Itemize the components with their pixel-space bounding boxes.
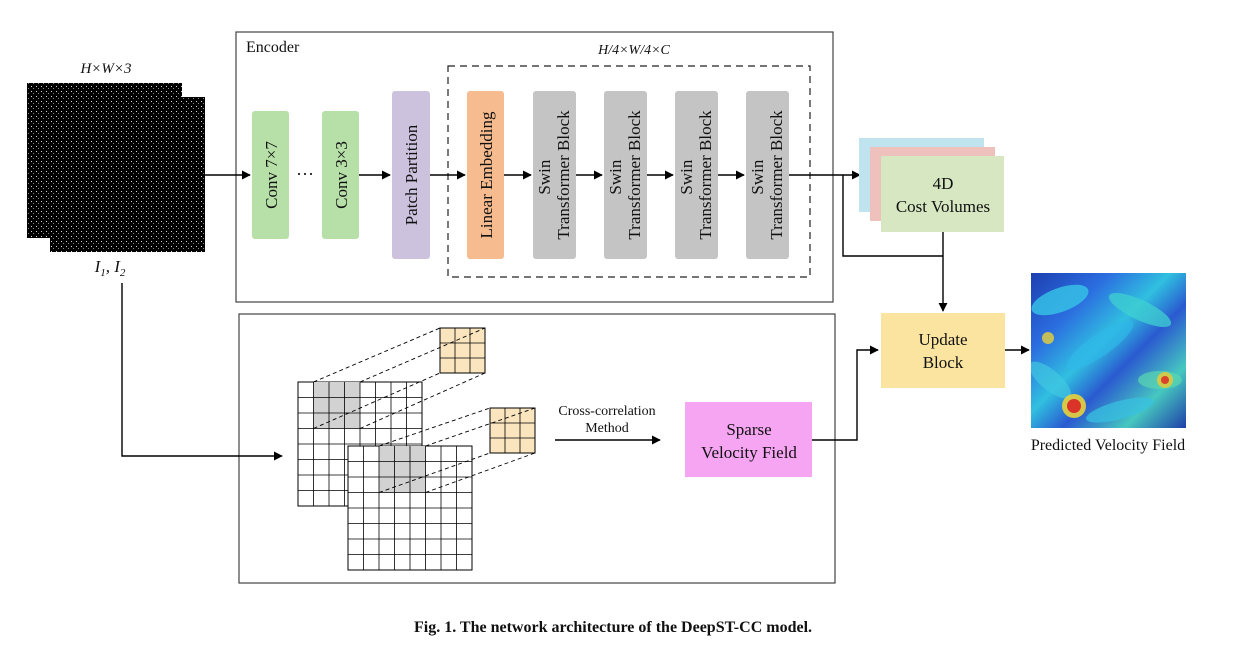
projection-line	[313, 327, 441, 383]
cc-method-line1: Cross-correlation	[558, 404, 655, 419]
figure-caption: Fig. 1. The network architecture of the …	[414, 619, 812, 636]
predicted-velocity-field-label: Predicted Velocity Field	[1031, 437, 1185, 454]
projection-line	[359, 372, 486, 429]
linear-embedding-block: Linear Embedding	[467, 91, 504, 259]
interrogation-grids	[297, 327, 536, 571]
cost-volumes-stack: 4D Cost Volumes	[859, 138, 1004, 232]
input-images-label: I1, I2	[94, 257, 126, 279]
cost-volumes-line1: 4D	[933, 174, 954, 193]
conv7-label: Conv 7×7	[262, 141, 281, 209]
projection-line	[425, 452, 536, 493]
swin-4-line1: Swin	[748, 159, 767, 194]
grid-frame-2-shaded-window	[379, 446, 426, 493]
input-dims-label: H×W×3	[79, 61, 131, 77]
patch-partition-block: Patch Partition	[392, 91, 430, 259]
sparse-line1: Sparse	[726, 420, 771, 439]
swin-stage-dashed-box	[447, 65, 811, 278]
projection-line	[313, 372, 441, 429]
window-frame-2	[489, 407, 536, 454]
projection-line	[378, 452, 491, 493]
conv3-block: Conv 3×3	[322, 111, 359, 239]
patch-partition-label: Patch Partition	[402, 124, 421, 225]
swin-3-line2: Transformer Block	[696, 110, 715, 240]
swin-block-3: Swin Transformer Block	[675, 91, 718, 259]
swin-1-line1: Swin	[535, 159, 554, 194]
projection-line	[378, 407, 491, 447]
grid-frame-1-shaded-window	[313, 382, 360, 429]
particle-images	[27, 83, 205, 252]
cross-correlation-panel	[238, 313, 836, 584]
swin-1-line2: Transformer Block	[554, 110, 573, 240]
window-frame-1	[439, 327, 486, 374]
svg-text:Swin Transformer Block: Swin Transformer Block	[535, 110, 573, 240]
cost-volumes-line2: Cost Volumes	[896, 197, 990, 216]
cc-method-line2: Method	[585, 421, 629, 436]
swin-2-line1: Swin	[606, 159, 625, 194]
particle-image-front	[27, 83, 182, 238]
swin-3-line1: Swin	[677, 159, 696, 194]
caption-fig-number: Fig. 1.	[414, 619, 456, 636]
linear-embedding-label: Linear Embedding	[477, 111, 496, 238]
swin-block-2: Swin Transformer Block	[604, 91, 647, 259]
connector-sparse-to-update	[812, 345, 879, 441]
svg-text:Swin Transformer Block: Swin Transformer Block	[677, 110, 715, 240]
caption-text: The network architecture of the DeepST-C…	[460, 619, 812, 636]
swin-block-4: Swin Transformer Block	[746, 91, 789, 259]
connector-encoder-to-update	[842, 175, 943, 257]
sparse-line2: Velocity Field	[701, 443, 797, 462]
swin-block-1: Swin Transformer Block	[533, 91, 576, 259]
svg-text:Swin Transformer Block: Swin Transformer Block	[606, 110, 644, 240]
ellipsis: ···	[296, 164, 314, 184]
sparse-velocity-field-block: Sparse Velocity Field	[685, 402, 812, 477]
projection-line	[425, 407, 536, 447]
conv3-label: Conv 3×3	[332, 141, 351, 209]
connector-input-to-cc	[121, 283, 283, 461]
predicted-velocity-field-image	[1031, 273, 1186, 428]
swin-2-line2: Transformer Block	[625, 110, 644, 240]
stage-dims-label: H/4×W/4×C	[597, 43, 670, 58]
projection-line	[359, 327, 486, 383]
update-block-line2: Block	[923, 353, 964, 372]
swin-4-line2: Transformer Block	[767, 110, 786, 240]
encoder-panel	[235, 31, 834, 303]
update-block-line1: Update	[918, 330, 967, 349]
svg-text:Swin Transformer Block: Swin Transformer Block	[748, 110, 786, 240]
encoder-title: Encoder	[246, 39, 300, 56]
update-block: Update Block	[881, 313, 1005, 388]
conv7-block: Conv 7×7	[252, 111, 289, 239]
